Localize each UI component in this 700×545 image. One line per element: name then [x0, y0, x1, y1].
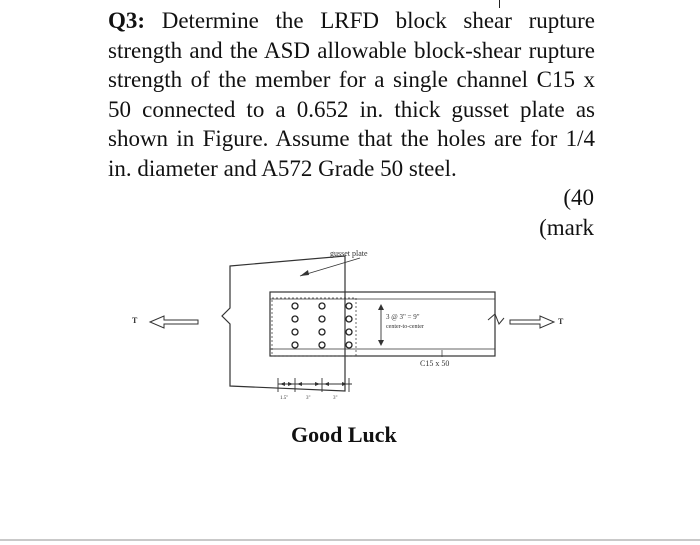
bolt-hole: [291, 341, 299, 349]
dimension-2-label: 3": [306, 396, 311, 401]
bolt-hole: [318, 315, 326, 323]
bolt-hole: [291, 315, 299, 323]
spacing-arrow-bottom: [378, 340, 384, 346]
bolt-hole: [318, 302, 326, 310]
gusset-plate-label: gusset plate: [330, 249, 368, 258]
channel-break-line: [487, 313, 505, 325]
bolt-pattern: [291, 302, 353, 349]
dimension-1-label: 1.5": [280, 396, 288, 401]
gusset-plate-outline: [221, 255, 346, 392]
good-luck-text: Good Luck: [291, 422, 397, 447]
force-left-label: T: [132, 316, 138, 325]
top-tick-mark: [499, 0, 500, 8]
bolt-group-box: [271, 297, 357, 357]
spacing-arrow-top: [378, 304, 384, 310]
force-right-arrow: [509, 315, 556, 329]
bolt-hole: [318, 328, 326, 336]
channel-member: [269, 291, 496, 357]
bolt-hole: [318, 341, 326, 349]
question-body: Determine the LRFD block shear rupture s…: [108, 8, 595, 181]
marks-note: (40 (mark: [539, 183, 594, 243]
bolt-hole: [345, 328, 353, 336]
bolt-hole: [291, 302, 299, 310]
connection-figure: gusset plate C15 x 50 3 @ 3" = 9" center…: [132, 249, 564, 401]
force-left-arrow: [148, 315, 199, 329]
force-right-label: T: [558, 317, 564, 326]
spacing-label: 3 @ 3" = 9": [386, 313, 420, 321]
bolt-hole: [291, 328, 299, 336]
question-text: Q3: Determine the LRFD block shear ruptu…: [108, 6, 595, 184]
gusset-leader-line: [299, 257, 361, 277]
marks-line-1: (40: [563, 185, 594, 210]
bolt-hole: [345, 341, 353, 349]
channel-label: C15 x 50: [420, 359, 449, 368]
dimension-3-label: 3": [333, 396, 338, 401]
question-label: Q3:: [108, 8, 146, 33]
bolt-hole: [345, 315, 353, 323]
spacing-sublabel: center-to-center: [386, 324, 424, 330]
gusset-leader-arrowhead: [300, 270, 309, 276]
bottom-divider: [0, 539, 700, 541]
marks-line-2: (mark: [539, 215, 594, 240]
bolt-hole: [345, 302, 353, 310]
